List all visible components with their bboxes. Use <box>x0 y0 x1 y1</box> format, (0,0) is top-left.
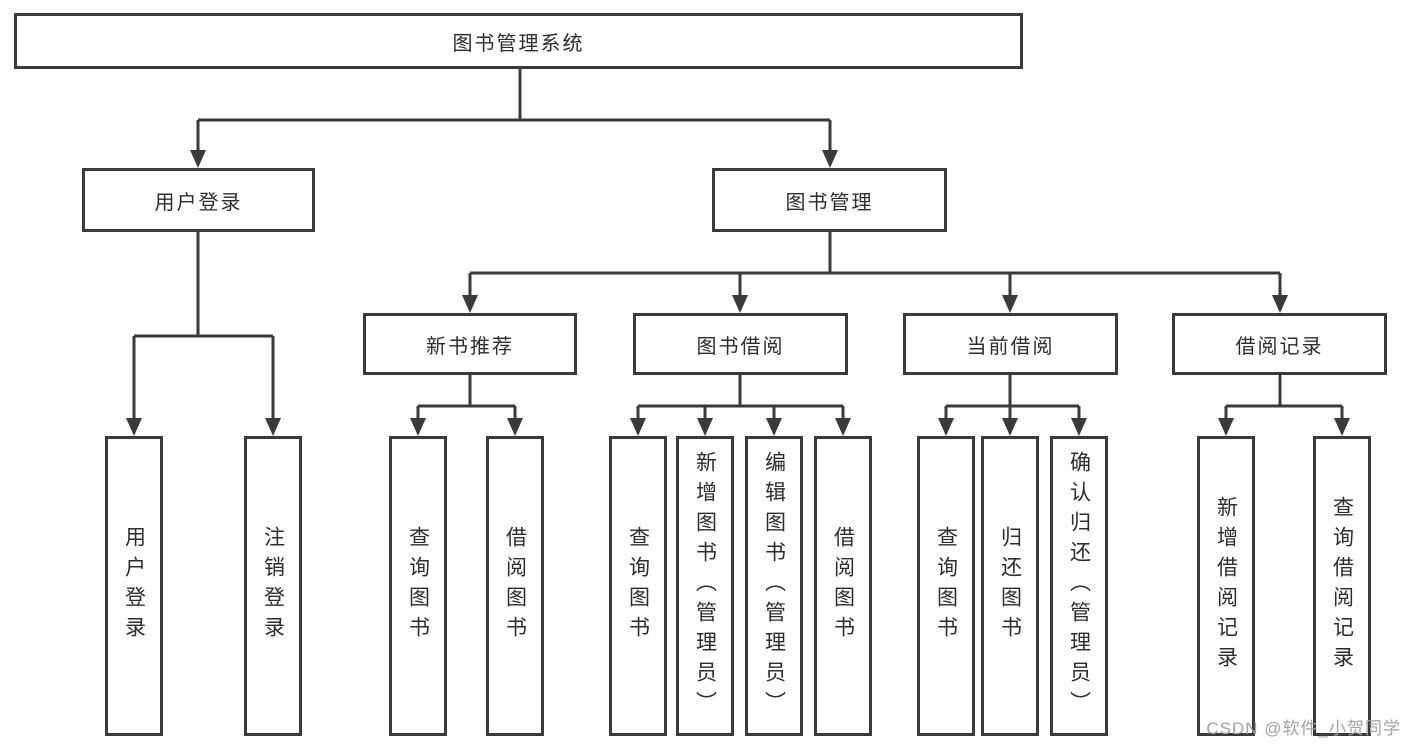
node-leaf-add-book-admin: 新增图书（管理员） <box>676 436 734 736</box>
node-leaf-return-book-label: 归还图书 <box>998 526 1022 646</box>
node-book-borrow-label: 图书借阅 <box>696 335 785 358</box>
node-leaf-user-login-label: 用户登录 <box>122 526 146 646</box>
node-user-login-group: 用户登录 <box>82 168 315 232</box>
node-leaf-add-book-admin-label: 新增图书（管理员） <box>693 451 717 721</box>
node-leaf-user-login: 用户登录 <box>105 436 163 736</box>
node-leaf-return-book: 归还图书 <box>981 436 1039 736</box>
node-leaf-query-borrow-record: 查询借阅记录 <box>1313 436 1371 736</box>
node-leaf-confirm-return-admin: 确认归还（管理员） <box>1050 436 1108 736</box>
node-leaf-borrow-books-borrow: 借阅图书 <box>814 436 872 736</box>
node-leaf-query-books-recommend: 查询图书 <box>389 436 447 736</box>
arrowheads <box>126 150 1350 436</box>
node-leaf-add-borrow-record: 新增借阅记录 <box>1197 436 1255 736</box>
node-leaf-edit-book-admin-label: 编辑图书（管理员） <box>762 451 786 721</box>
watermark: CSDN @软件_小贺同学 <box>1206 719 1401 738</box>
node-root-label: 图书管理系统 <box>452 32 585 55</box>
node-book-borrow: 图书借阅 <box>633 313 848 375</box>
node-leaf-edit-book-admin: 编辑图书（管理员） <box>745 436 803 736</box>
node-leaf-confirm-return-admin-label: 确认归还（管理员） <box>1067 451 1091 721</box>
node-current-borrow-label: 当前借阅 <box>966 335 1055 358</box>
node-leaf-borrow-books-recommend: 借阅图书 <box>486 436 544 736</box>
node-current-borrow: 当前借阅 <box>903 313 1118 375</box>
node-leaf-query-books-borrow: 查询图书 <box>609 436 667 736</box>
node-leaf-query-books-current: 查询图书 <box>917 436 975 736</box>
node-leaf-logout-label: 注销登录 <box>261 526 285 646</box>
node-leaf-query-books-borrow-label: 查询图书 <box>626 526 650 646</box>
node-leaf-query-books-current-label: 查询图书 <box>934 526 958 646</box>
node-book-mgmt-group: 图书管理 <box>712 168 947 232</box>
node-borrow-records: 借阅记录 <box>1172 313 1387 375</box>
node-leaf-borrow-books-borrow-label: 借阅图书 <box>831 526 855 646</box>
node-leaf-query-borrow-record-label: 查询借阅记录 <box>1330 496 1354 676</box>
node-leaf-add-borrow-record-label: 新增借阅记录 <box>1214 496 1238 676</box>
node-leaf-borrow-books-recommend-label: 借阅图书 <box>503 526 527 646</box>
node-new-book-recommend-label: 新书推荐 <box>426 335 514 358</box>
node-leaf-query-books-recommend-label: 查询图书 <box>406 526 430 646</box>
node-root: 图书管理系统 <box>14 13 1023 69</box>
node-new-book-recommend: 新书推荐 <box>363 313 577 375</box>
node-borrow-records-label: 借阅记录 <box>1235 335 1324 358</box>
node-leaf-logout: 注销登录 <box>244 436 302 736</box>
node-user-login-group-label: 用户登录 <box>154 191 243 214</box>
node-book-mgmt-group-label: 图书管理 <box>785 191 874 214</box>
